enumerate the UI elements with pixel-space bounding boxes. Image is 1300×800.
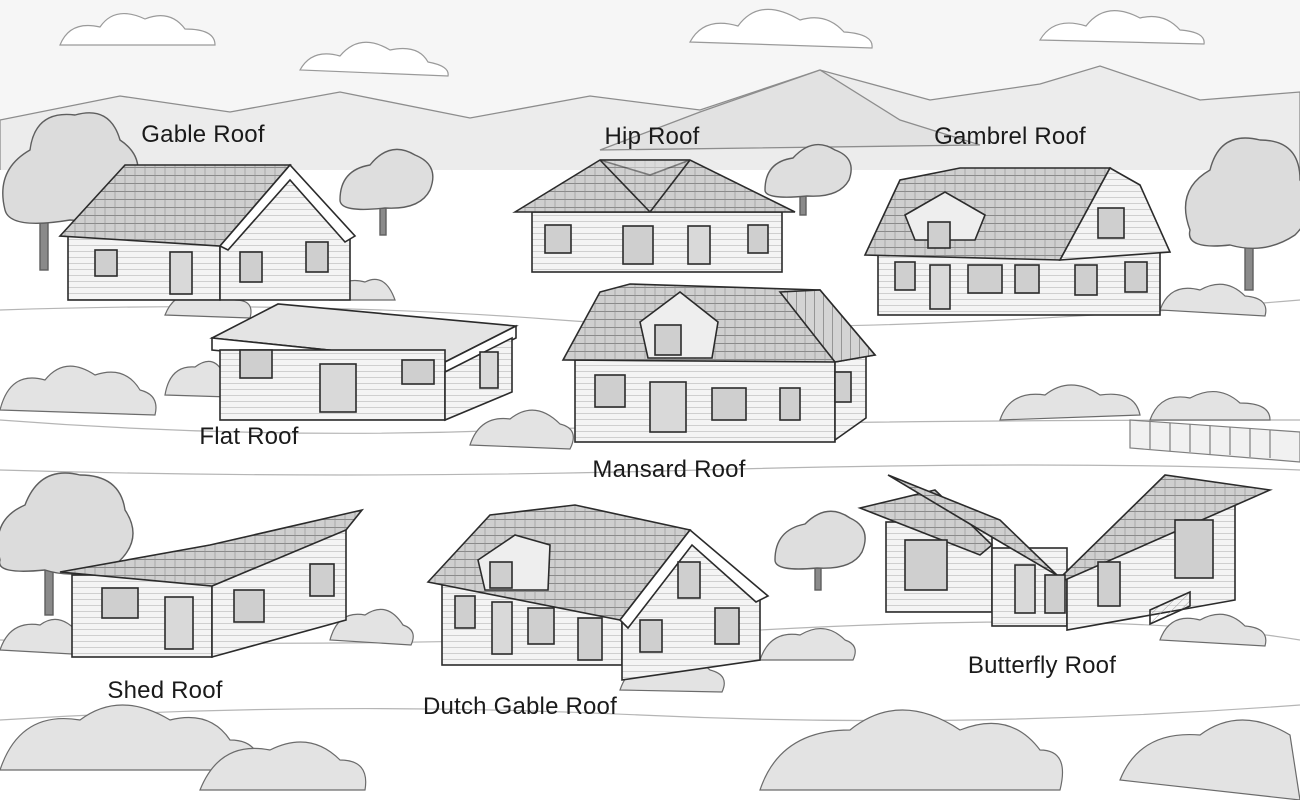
label-shed-roof: Shed Roof <box>107 677 223 704</box>
label-mansard-roof: Mansard Roof <box>592 456 746 483</box>
bushes <box>0 278 1300 800</box>
label-dutch-gable-roof: Dutch Gable Roof <box>423 693 617 720</box>
house-flat <box>209 303 519 422</box>
house-gambrel <box>863 166 1172 316</box>
label-hip-roof: Hip Roof <box>604 123 700 150</box>
tree <box>0 472 134 616</box>
label-flat-roof: Flat Roof <box>199 423 299 450</box>
label-gambrel-roof: Gambrel Roof <box>934 123 1086 150</box>
house-hip <box>512 159 796 273</box>
label-gable-roof: Gable Roof <box>141 121 265 148</box>
fence <box>1129 419 1300 463</box>
tree <box>774 510 866 591</box>
mountains <box>0 65 1300 176</box>
trees <box>0 112 1300 616</box>
house-mansard <box>561 283 877 443</box>
label-butterfly-roof: Butterfly Roof <box>967 652 1117 679</box>
clouds <box>59 8 1205 77</box>
house-gable <box>58 163 357 301</box>
house-dutch-gable <box>426 504 770 681</box>
house-shed <box>59 508 365 659</box>
house-butterfly <box>857 474 1273 631</box>
tree <box>764 143 852 216</box>
tree <box>339 148 434 236</box>
